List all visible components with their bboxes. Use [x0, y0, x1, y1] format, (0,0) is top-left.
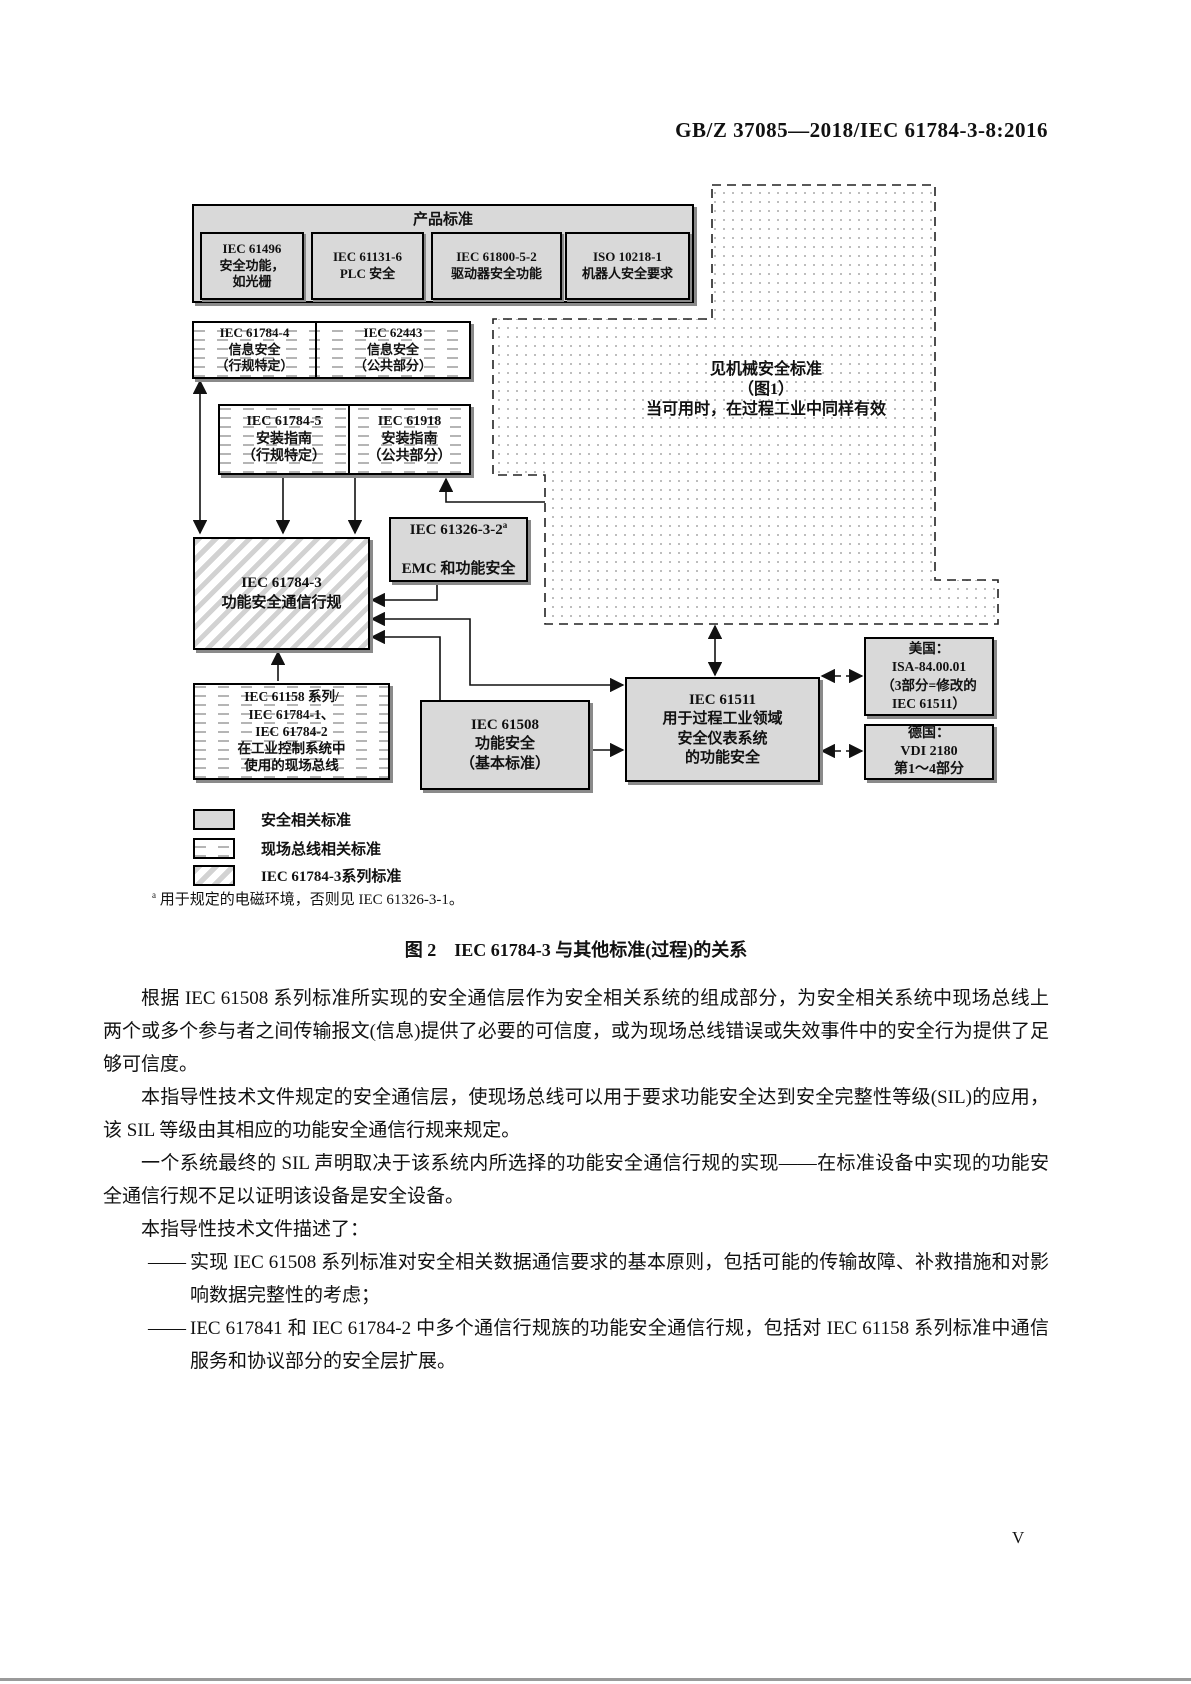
page-number: V — [1012, 1528, 1025, 1547]
box-iec61511: IEC 61511 用于过程工业领域 安全仪表系统 的功能安全 — [625, 677, 820, 782]
box-iec61784-4: IEC 61784-4 信息安全 （行规特定） — [215, 325, 294, 374]
bullet-1: —— 实现 IEC 61508 系列标准对安全相关数据通信要求的基本原则，包括可… — [148, 1252, 1049, 1306]
box-iec61784-3: IEC 61784-3 功能安全通信行规 — [193, 537, 370, 650]
box-germany-vdi2180: 德国： VDI 2180 第1～4部分 — [864, 724, 994, 780]
box-iec61800-5-2: IEC 61800-5-2 驱动器安全功能 — [431, 232, 562, 300]
box-usa-isa84: 美国： ISA-84.00.01 （3部分=修改的 IEC 61511） — [864, 637, 994, 716]
figure-footnote: a 用于规定的电磁环境，否则见 IEC 61326-3-1。 — [152, 890, 464, 908]
paragraph-4: 本指导性技术文件描述了： — [141, 1219, 370, 1240]
box-iec61158-fieldbus: IEC 61158 系列/ IEC 61784-1、 IEC 61784-2 在… — [193, 683, 390, 780]
box-iec61784-5: IEC 61784-5 安装指南 （行规特定） — [242, 413, 326, 465]
page-scan-edge — [0, 1678, 1191, 1681]
legend-item-fieldbus: 现场总线相关标准 — [193, 838, 381, 859]
information-security-group: IEC 61784-4 信息安全 （行规特定） IEC 62443 信息安全 （… — [192, 321, 471, 379]
box-iec61131-6: IEC 61131-6 PLC 安全 — [311, 232, 424, 300]
legend-item-series: IEC 61784-3系列标准 — [193, 865, 401, 886]
footnote-marker: a — [152, 890, 156, 900]
box-iec62443: IEC 62443 信息安全 （公共部分） — [315, 323, 469, 377]
connector-iec61508-to-fscp — [370, 629, 441, 700]
legend-swatch-safety — [193, 809, 235, 830]
bullet-2: —— IEC 617841 和 IEC 61784-2 中多个通信行规族的功能安… — [148, 1318, 1049, 1372]
legend-item-safety: 安全相关标准 — [193, 809, 351, 830]
figure-caption: 图 2 IEC 61784-3 与其他标准(过程)的关系 — [404, 940, 748, 960]
legend-swatch-series — [193, 865, 235, 886]
box-iec61918: IEC 61918 安装指南 （公共部分） — [348, 406, 469, 473]
legend-swatch-fieldbus — [193, 838, 235, 859]
standard-number-header: GB/Z 37085—2018/IEC 61784-3-8:2016 — [675, 118, 1048, 142]
product-standards-title: 产品标准 — [412, 212, 473, 228]
paragraph-3: 一个系统最终的 SIL 声明取决于该系统内所选择的功能安全通信行规的实现——在标… — [103, 1153, 1049, 1207]
connector-region-to-iec61918 — [438, 477, 545, 503]
machinery-standards-note: 见机械安全标准 （图1） 当可用时，在过程工业中同样有效 — [645, 361, 886, 418]
body-text: 根据 IEC 61508 系列标准所实现的安全通信层作为安全相关系统的组成部分，… — [103, 982, 1049, 1378]
connector-emc-to-fscp — [370, 582, 438, 608]
box-iso10218-1: ISO 10218-1 机器人安全要求 — [565, 232, 690, 300]
emc-footnote-marker: a — [502, 520, 508, 531]
box-iec61508: IEC 61508 功能安全 （基本标准） — [420, 700, 590, 790]
box-iec61496: IEC 61496 安全功能， 如光栅 — [200, 232, 304, 300]
installation-guide-group: IEC 61784-5 安装指南 （行规特定） IEC 61918 安装指南 （… — [218, 404, 471, 475]
box-iec61326-3-2: IEC 61326-3-2a EMC 和功能安全 — [389, 517, 528, 582]
connector-fscp-iec61511 — [370, 611, 625, 693]
product-standards-group: 产品标准 IEC 61496 安全功能， 如光栅 IEC 61131-6 PLC… — [192, 204, 694, 303]
paragraph-1: 根据 IEC 61508 系列标准所实现的安全通信层作为安全相关系统的组成部分，… — [103, 988, 1049, 1075]
paragraph-2: 本指导性技术文件规定的安全通信层，使现场总线可以用于要求功能安全达到安全完整性等… — [103, 1087, 1049, 1141]
